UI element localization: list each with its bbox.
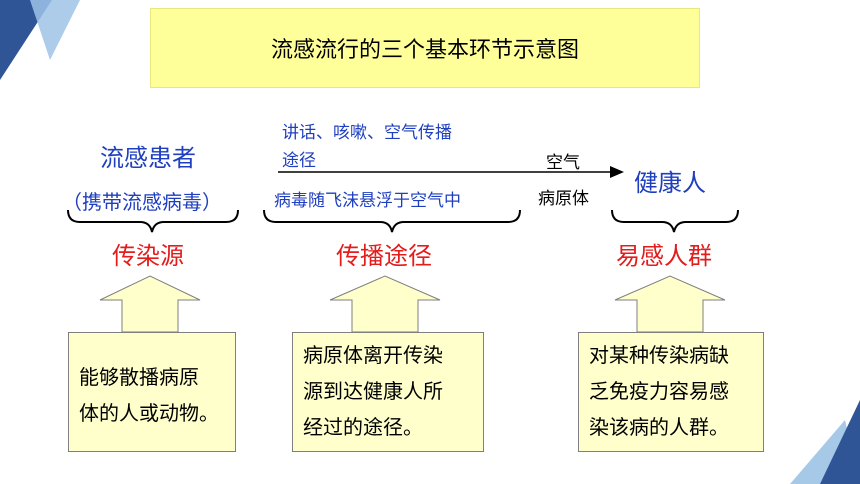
path-label-line1: 讲话、咳嗽、空气传播: [282, 123, 452, 143]
corner-triangle-light: [30, 0, 80, 60]
definition-susceptible-line: 乏免疫力容易感: [589, 379, 729, 403]
definition-box-susceptible: 对某种传染病缺 乏免疫力容易感 染该病的人群。: [578, 332, 764, 452]
node-patient: 流感患者: [100, 144, 196, 172]
path-label-below: 病毒随飞沫悬浮于空气中: [274, 191, 461, 211]
definition-source-line: 体的人或动物。: [79, 401, 219, 425]
diagram-title: 流感流行的三个基本环节示意图: [150, 8, 700, 88]
definition-route-line: 源到达健康人所: [303, 379, 443, 403]
up-arrow-route: [329, 275, 441, 333]
route-arrow-head: [610, 166, 624, 178]
brace-susceptible: [611, 209, 739, 233]
definition-susceptible-line: 对某种传染病缺: [589, 343, 729, 367]
brace-route: [263, 209, 521, 233]
path-label-line2: 途径: [282, 151, 316, 171]
corner-triangle-dark-br: [820, 400, 860, 484]
up-arrow-susceptible: [614, 275, 726, 333]
definition-box-route: 病原体离开传染 源到达健康人所 经过的途径。: [292, 332, 484, 452]
category-source: 传染源: [112, 242, 184, 270]
node-healthy: 健康人: [634, 169, 706, 197]
category-susceptible: 易感人群: [616, 242, 712, 270]
up-arrow-source: [99, 275, 201, 333]
category-route: 传播途径: [336, 242, 432, 270]
definition-box-source: 能够散播病原 体的人或动物。: [68, 332, 236, 452]
definition-susceptible-line: 染该病的人群。: [589, 415, 729, 439]
definition-source-line: 能够散播病原: [79, 365, 199, 389]
definition-route-line: 经过的途径。: [303, 415, 423, 439]
label-air: 空气: [546, 153, 580, 173]
definition-route-line: 病原体离开传染: [303, 343, 443, 367]
node-carrier: （携带流感病毒）: [62, 190, 222, 214]
label-pathogen: 病原体: [538, 189, 589, 209]
brace-source: [67, 209, 239, 233]
